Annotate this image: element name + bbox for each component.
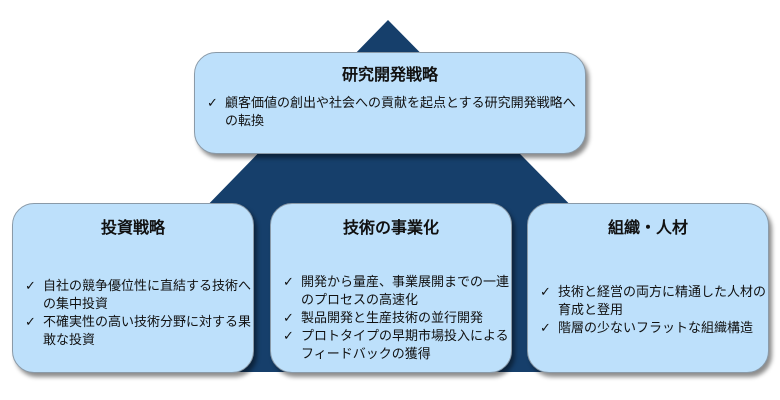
list-item: ✓ 製品開発と生産技術の並行開発 (279, 310, 511, 328)
check-icon: ✓ (25, 315, 36, 330)
box-title: 組織・人材 (607, 218, 688, 237)
check-icon: ✓ (207, 96, 218, 111)
box-title: 技術の事業化 (342, 218, 439, 237)
item-text: 自社の競争優位性に直結する技術への集中投資 (43, 279, 252, 312)
check-icon: ✓ (283, 275, 294, 290)
rd-strategy-box: 研究開発戦略 ✓ 顧客価値の創出や社会への貢献を起点とする研究開発戦略への転換 (194, 52, 586, 154)
check-icon: ✓ (540, 321, 551, 336)
list-item: ✓ 顧客価値の創出や社会への貢献を起点とする研究開発戦略への転換 (203, 95, 585, 131)
investment-strategy-box: 投資戦略 ✓ 自社の競争優位性に直結する技術への集中投資 ✓ 不確実性の高い技術分野… (12, 203, 254, 373)
check-icon: ✓ (283, 311, 294, 326)
item-text: 不確実性の高い技術分野に対する果敢な投資 (43, 315, 252, 348)
list-item: ✓ 技術と経営の両方に精通した人材の育成と登用 (536, 284, 768, 320)
item-text: 製品開発と生産技術の並行開発 (301, 311, 484, 326)
item-text: 階層の少ないフラットな組織構造 (558, 321, 754, 336)
list-item: ✓ プロトタイプの早期市場投入によるフィードバックの獲得 (279, 328, 511, 364)
list-item: ✓ 開発から量産、事業展開までの一連のプロセスの高速化 (279, 274, 511, 310)
list-item: ✓ 階層の少ないフラットな組織構造 (536, 320, 768, 338)
item-text: 技術と経営の両方に精通した人材の育成と登用 (558, 285, 767, 318)
check-icon: ✓ (283, 329, 294, 344)
organization-talent-box: 組織・人材 ✓ 技術と経営の両方に精通した人材の育成と登用 ✓ 階層の少ないフラット… (527, 203, 769, 373)
item-text: プロトタイプの早期市場投入によるフィードバックの獲得 (301, 329, 509, 362)
item-text: 顧客価値の創出や社会への貢献を起点とする研究開発戦略への転換 (225, 96, 576, 129)
box-title: 研究開発戦略 (341, 65, 438, 84)
item-text: 開発から量産、事業展開までの一連のプロセスの高速化 (301, 275, 510, 308)
list-item: ✓ 不確実性の高い技術分野に対する果敢な投資 (21, 314, 253, 350)
check-icon: ✓ (25, 279, 36, 294)
list-item: ✓ 自社の競争優位性に直結する技術への集中投資 (21, 278, 253, 314)
box-title: 投資戦略 (100, 218, 165, 237)
commercialization-box: 技術の事業化 ✓ 開発から量産、事業展開までの一連のプロセスの高速化 ✓ 製品開発と… (270, 203, 512, 373)
check-icon: ✓ (540, 285, 551, 300)
